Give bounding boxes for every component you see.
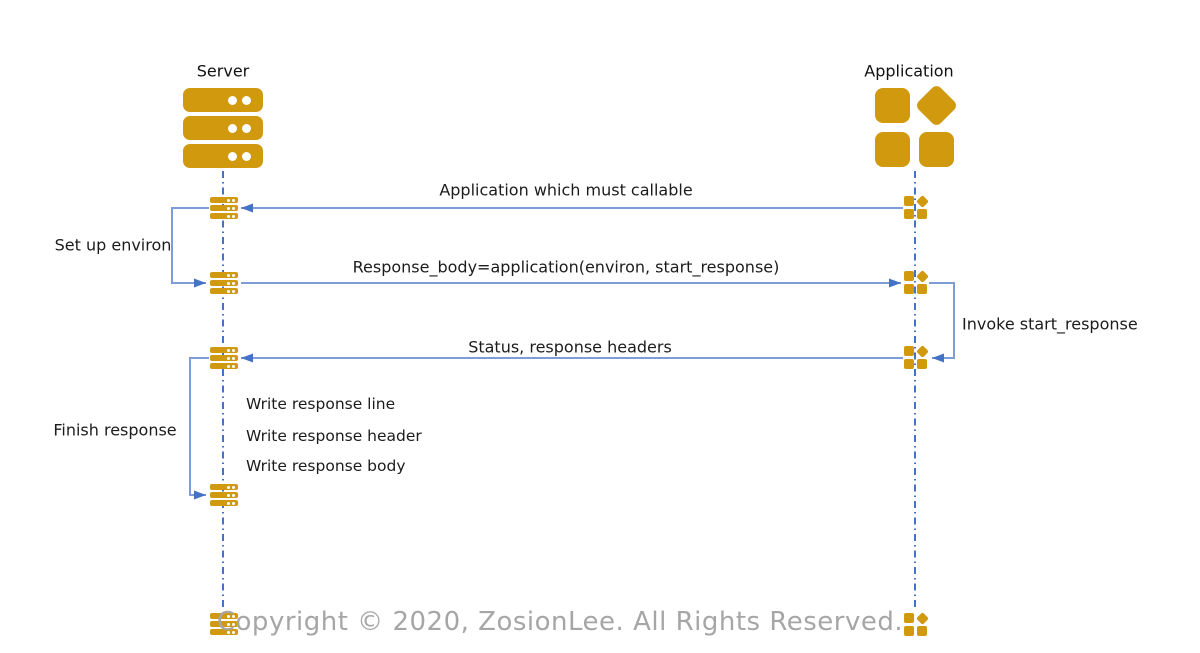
note-write-response-line: Write response line (246, 395, 396, 413)
note-write-response-header: Write response header (246, 427, 422, 445)
copyright-notice: Copyright © 2020, ZosionLee. All Rights … (216, 607, 904, 637)
message-label-app-callable: Application which must callable (439, 180, 693, 200)
server-icon-bar (183, 144, 263, 168)
self-loop-finish-response (189, 357, 209, 500)
server-icon-bar (183, 116, 263, 140)
self-message-label-invoke-start-response: Invoke start_response (962, 314, 1138, 334)
app-icon-square (875, 132, 910, 167)
app-icon-diamond (914, 83, 959, 128)
application-activation-icon (904, 270, 929, 295)
server-icon (183, 88, 263, 172)
message-label-status-headers: Status, response headers (468, 337, 672, 357)
server-activation-icon (210, 613, 238, 635)
server-activation-icon (210, 347, 238, 369)
server-activation-icon (210, 197, 238, 219)
message-label-response-body: Response_body=application(environ, start… (352, 257, 780, 277)
self-message-label-set-up-environ: Set up environ (54, 235, 172, 255)
server-actor-title: Server (196, 61, 250, 81)
self-loop-invoke-start-response (929, 282, 955, 363)
app-icon-square (919, 132, 954, 167)
application-activation-icon (904, 195, 929, 220)
server-activation-icon (210, 272, 238, 294)
server-activation-icon (210, 484, 238, 506)
application-activation-icon (904, 612, 929, 637)
note-write-response-body: Write response body (246, 457, 406, 475)
application-actor-title: Application (864, 61, 954, 81)
self-message-label-finish-response: Finish response (53, 420, 177, 440)
self-loop-set-up-environ (171, 207, 209, 288)
server-icon-bar (183, 88, 263, 112)
application-activation-icon (904, 345, 929, 370)
application-icon (875, 83, 959, 168)
app-icon-square (875, 88, 910, 123)
